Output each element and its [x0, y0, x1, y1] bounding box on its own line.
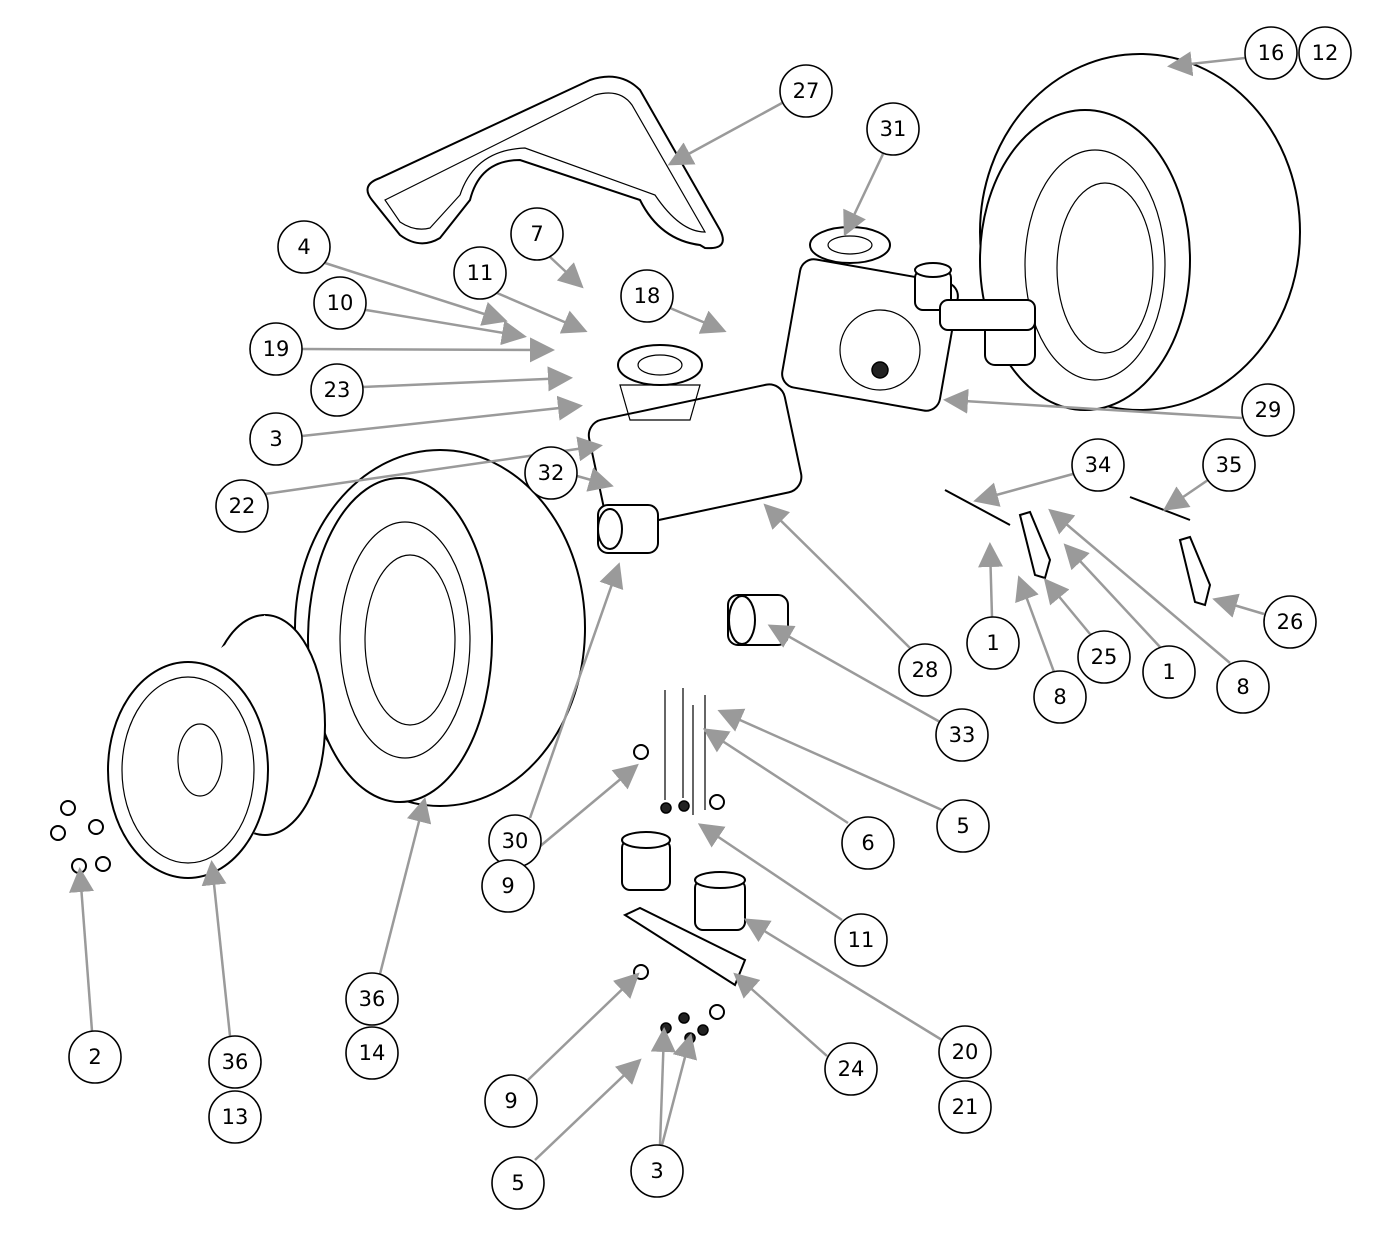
callout-19: 19 — [249, 322, 303, 376]
svg-text:20: 20 — [952, 1040, 979, 1064]
svg-text:9: 9 — [501, 874, 514, 898]
callout-23: 23 — [310, 363, 364, 417]
callout-31: 31 — [866, 102, 920, 156]
callout-32: 32 — [524, 446, 578, 500]
callout-8-right: 8 — [1216, 660, 1270, 714]
svg-text:4: 4 — [297, 235, 310, 259]
callout-1-right: 1 — [1142, 645, 1196, 699]
svg-text:14: 14 — [359, 1041, 386, 1065]
svg-text:3: 3 — [269, 427, 282, 451]
callout-4: 4 — [277, 220, 331, 274]
left-transaxle — [587, 344, 803, 554]
callout-13: 13 — [208, 1090, 262, 1144]
svg-text:19: 19 — [263, 337, 290, 361]
svg-text:28: 28 — [912, 658, 939, 682]
callout-7: 7 — [510, 207, 564, 261]
svg-text:22: 22 — [229, 494, 256, 518]
svg-text:36: 36 — [359, 987, 386, 1011]
svg-text:11: 11 — [848, 928, 875, 952]
svg-text:11: 11 — [467, 261, 494, 285]
svg-text:1: 1 — [986, 631, 999, 655]
callout-8-left: 8 — [1033, 670, 1087, 724]
callout-3-top: 3 — [249, 412, 303, 466]
callout-14: 14 — [345, 1026, 399, 1080]
callout-5-bottom: 5 — [491, 1156, 545, 1210]
callout-1-left: 1 — [966, 616, 1020, 670]
svg-text:7: 7 — [530, 222, 543, 246]
svg-text:6: 6 — [861, 831, 874, 855]
svg-text:33: 33 — [949, 723, 976, 747]
isolators-and-mount-plate — [621, 688, 747, 1044]
svg-text:30: 30 — [502, 829, 529, 853]
svg-text:16: 16 — [1258, 41, 1285, 65]
callout-27: 27 — [779, 64, 833, 118]
left-wheel-rim — [107, 614, 326, 880]
left-rear-tire — [294, 449, 586, 807]
callout-3-bottom: 3 — [630, 1144, 684, 1198]
callout-36-tire: 36 — [345, 972, 399, 1026]
svg-text:31: 31 — [880, 117, 907, 141]
callout-33: 33 — [935, 708, 989, 762]
svg-text:1: 1 — [1162, 660, 1175, 684]
svg-text:8: 8 — [1053, 685, 1066, 709]
callout-24: 24 — [824, 1042, 878, 1096]
svg-text:9: 9 — [504, 1089, 517, 1113]
callout-9-bottom: 9 — [484, 1074, 538, 1128]
svg-text:35: 35 — [1216, 453, 1243, 477]
svg-text:12: 12 — [1312, 41, 1339, 65]
svg-text:32: 32 — [538, 461, 565, 485]
callout-9-top: 9 — [481, 859, 535, 913]
callout-28: 28 — [898, 643, 952, 697]
svg-text:29: 29 — [1255, 398, 1282, 422]
callout-36-rim: 36 — [208, 1035, 262, 1089]
callout-5-right: 5 — [936, 799, 990, 853]
oil-filter — [727, 594, 789, 646]
svg-text:26: 26 — [1277, 610, 1304, 634]
leader-lines — [69, 51, 1265, 1161]
callout-26: 26 — [1263, 595, 1317, 649]
svg-text:5: 5 — [511, 1171, 524, 1195]
svg-text:21: 21 — [952, 1095, 979, 1119]
callout-35: 35 — [1202, 438, 1256, 492]
svg-text:24: 24 — [838, 1057, 865, 1081]
callout-16: 16 — [1244, 26, 1298, 80]
svg-text:23: 23 — [324, 378, 351, 402]
callout-30: 30 — [488, 814, 542, 868]
callout-21: 21 — [938, 1080, 992, 1134]
svg-text:13: 13 — [222, 1105, 249, 1129]
svg-text:34: 34 — [1085, 453, 1112, 477]
callout-11-bottom: 11 — [834, 913, 888, 967]
svg-text:3: 3 — [650, 1159, 663, 1183]
svg-text:5: 5 — [956, 814, 969, 838]
svg-text:18: 18 — [634, 284, 661, 308]
right-rear-tire — [979, 53, 1301, 411]
control-brackets — [944, 489, 1212, 607]
svg-text:2: 2 — [88, 1045, 101, 1069]
svg-text:36: 36 — [222, 1050, 249, 1074]
svg-text:10: 10 — [327, 291, 354, 315]
svg-text:25: 25 — [1091, 645, 1118, 669]
callout-6: 6 — [841, 816, 895, 870]
drive-belt — [366, 75, 724, 250]
svg-text:27: 27 — [793, 79, 820, 103]
lug-nuts — [50, 800, 111, 874]
callout-20: 20 — [938, 1025, 992, 1079]
callout-29: 29 — [1241, 383, 1295, 437]
callout-25: 25 — [1077, 630, 1131, 684]
callout-10: 10 — [313, 276, 367, 330]
callout-12: 12 — [1298, 26, 1352, 80]
callout-34: 34 — [1071, 438, 1125, 492]
callout-11-top: 11 — [453, 246, 507, 300]
callout-2: 2 — [68, 1030, 122, 1084]
callout-22: 22 — [215, 479, 269, 533]
callout-18: 18 — [620, 269, 674, 323]
svg-text:8: 8 — [1236, 675, 1249, 699]
